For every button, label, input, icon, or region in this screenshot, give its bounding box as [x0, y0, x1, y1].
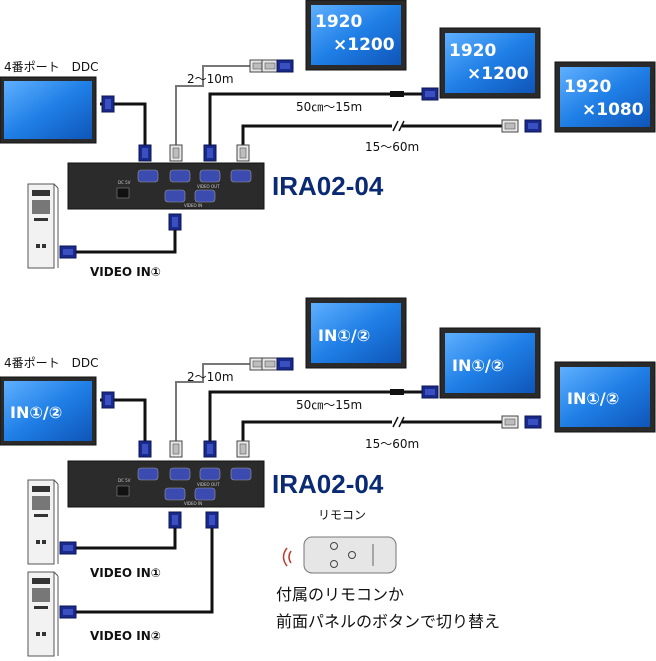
top-device-port1-plug [169, 144, 183, 162]
bottom-pc-1-connector [59, 541, 77, 555]
bottom-device-port4-plug [138, 440, 152, 458]
bottom-break-mark [392, 416, 405, 428]
bottom-monitor-2-connector [421, 385, 439, 399]
top-cable-a-label: 2～10m [187, 72, 234, 86]
top-device-port2-plug [203, 144, 217, 162]
bottom-cable-c-end-dvi [501, 415, 519, 429]
top-device-dc: DC 5V [118, 180, 131, 185]
top-device-port4-plug [138, 144, 152, 162]
bottom-monitor-1: IN①/② [305, 297, 407, 369]
top-monitor-2: 1920 ×1200 [439, 27, 541, 99]
top-cable-ddc [100, 102, 147, 148]
top-left-monitor-connector [101, 95, 115, 113]
top-diagram: 1920 ×1200 1920 ×1200 1920 ×1080 DC 5V [0, 0, 656, 279]
top-device-video-out: VIDEO OUT [197, 184, 220, 189]
top-cable-in1 [75, 220, 177, 254]
bottom-monitor-1-connector [276, 357, 294, 371]
top-device-port3-plug [236, 144, 250, 162]
bottom-cable-c1 [241, 420, 392, 444]
bottom-device-video-out: VIDEO OUT [197, 482, 220, 487]
top-monitor-2-line2: ×1200 [467, 64, 529, 84]
bottom-cable-in1 [75, 518, 177, 550]
top-pc-1 [27, 183, 59, 269]
bottom-left-monitor: IN①/② [0, 376, 97, 446]
top-video-in1-label: VIDEO IN① [90, 265, 161, 279]
top-monitor-3-connector [524, 119, 542, 133]
top-monitor-2-line1: 1920 [449, 41, 496, 61]
bottom-cable-c-label: 15～60m [365, 437, 419, 451]
top-monitor-3: 1920 ×1080 [554, 61, 656, 133]
bottom-device-port1-plug [169, 440, 183, 458]
bottom-left-monitor-connector [101, 391, 115, 409]
bottom-cable-b [208, 390, 422, 444]
bottom-diagram: IN①/② IN①/② IN①/② IN①/② DC 5V [0, 297, 656, 657]
bottom-monitor-3: IN①/② [554, 361, 656, 433]
bottom-cable-b-ferrite [390, 389, 404, 395]
top-cable-a [175, 65, 258, 148]
bottom-remote-label: リモコン [318, 508, 366, 522]
bottom-cable-in2 [75, 518, 214, 614]
bottom-pc-2-connector [59, 605, 77, 619]
bottom-monitor-2-text: IN①/② [452, 356, 504, 375]
top-break-mark [392, 120, 405, 132]
bottom-device: DC 5V VIDEO OUT VIDEO IN [67, 460, 265, 508]
remote-control-icon [282, 536, 397, 574]
bottom-pc-1 [27, 479, 59, 565]
top-cable-c1 [241, 124, 392, 148]
top-monitor-1-line1: 1920 [315, 12, 362, 32]
top-left-monitor [0, 76, 97, 144]
top-monitor-1: 1920 ×1200 [305, 0, 407, 71]
bottom-device-in1-plug [168, 511, 182, 529]
bottom-video-in2-label: VIDEO IN② [90, 629, 161, 643]
top-monitor-2-connector [421, 87, 439, 101]
top-cable-b-label: 50㎝～15m [296, 100, 362, 114]
bottom-cable-ddc [100, 398, 147, 444]
top-cable-a-end-dvi-2 [261, 59, 279, 73]
bottom-monitor-3-connector [524, 415, 542, 429]
top-device: DC 5V VIDEO OUT VIDEO IN [67, 162, 265, 210]
top-cable-b [208, 92, 422, 148]
bottom-device-port2-plug [203, 440, 217, 458]
bottom-device-video-in: VIDEO IN [184, 501, 202, 506]
top-cable-c-end-dvi [501, 119, 519, 133]
top-pc-1-connector [59, 245, 77, 259]
top-cable-c-label: 15～60m [365, 140, 419, 154]
bottom-cables [75, 363, 515, 614]
bottom-pc-2 [27, 571, 59, 657]
bottom-left-monitor-text: IN①/② [10, 403, 62, 422]
bottom-note-line1: 付属のリモコンか [276, 585, 404, 604]
bottom-port4-label: 4番ポート DDC [4, 356, 99, 370]
bottom-cable-a [175, 363, 258, 444]
bottom-monitor-3-text: IN①/② [567, 389, 619, 408]
top-monitor-1-line2: ×1200 [333, 35, 395, 55]
bottom-device-dc: DC 5V [118, 478, 131, 483]
top-cables [75, 65, 515, 254]
bottom-cable-b-label: 50㎝～15m [296, 398, 362, 412]
top-monitor-3-line2: ×1080 [582, 100, 644, 120]
top-port4-label: 4番ポート DDC [4, 60, 99, 74]
bottom-device-port3-plug [236, 440, 250, 458]
top-model-label: IRA02-04 [272, 171, 384, 201]
top-monitor-1-connector [276, 59, 294, 73]
top-device-video-in: VIDEO IN [184, 203, 202, 208]
bottom-model-label: IRA02-04 [272, 469, 384, 499]
bottom-device-in2-plug [205, 511, 219, 529]
bottom-video-in1-label: VIDEO IN① [90, 566, 161, 580]
top-cable-b-ferrite [390, 91, 404, 97]
bottom-cable-a-label: 2～10m [187, 370, 234, 384]
bottom-monitor-2: IN①/② [439, 327, 541, 399]
bottom-cable-a-end-dvi-2 [261, 357, 279, 371]
top-monitor-3-line1: 1920 [564, 77, 611, 97]
bottom-note-line2: 前面パネルのボタンで切り替え [276, 612, 500, 631]
top-device-in1-plug [168, 213, 182, 231]
bottom-monitor-1-text: IN①/② [318, 326, 370, 345]
